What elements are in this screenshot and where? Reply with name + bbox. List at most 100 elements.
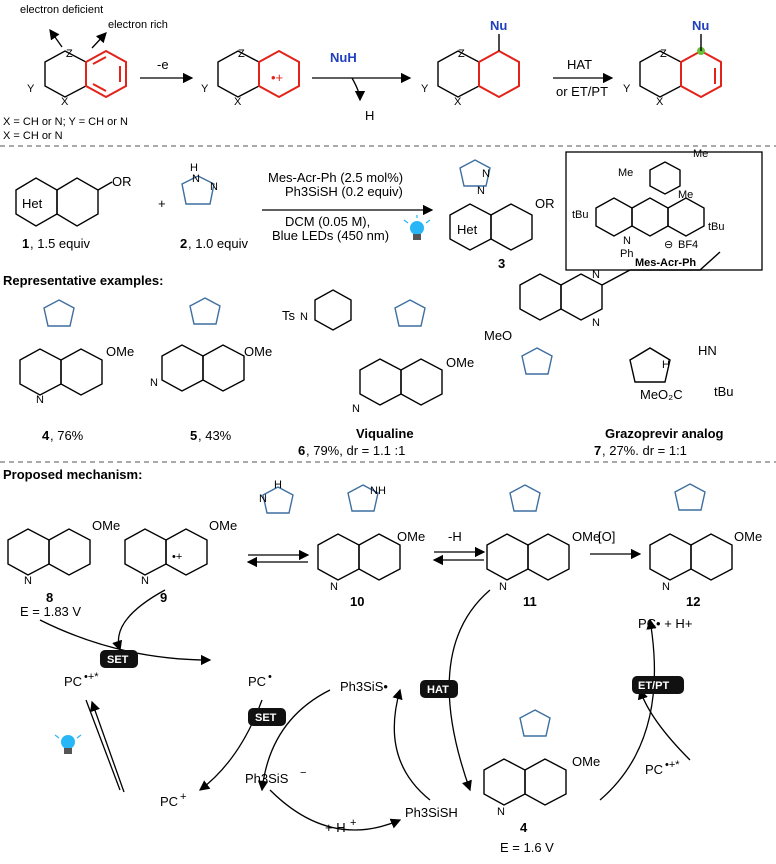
catalyst-box: Me Me Me tBu tBu N Ph ⊖ BF4 Mes-Acr-Ph xyxy=(565,148,763,271)
svg-text:PC: PC xyxy=(248,674,266,689)
svg-text:N: N xyxy=(259,493,267,505)
svg-text:Ph3SiS: Ph3SiS xyxy=(245,771,289,786)
svg-text:N: N xyxy=(592,269,600,281)
svg-text:N: N xyxy=(497,806,505,818)
svg-text:, 27%. dr = 1:1: , 27%. dr = 1:1 xyxy=(602,443,687,458)
svg-text:E = 1.83 V: E = 1.83 V xyxy=(20,604,81,619)
svg-text:OMe: OMe xyxy=(209,518,237,533)
svg-text:X: X xyxy=(656,96,664,108)
reagent-2-pyrazole: H N N 2 , 1.0 equiv xyxy=(180,162,248,251)
compound-9: •+ OMe N 9 xyxy=(124,518,237,605)
example-7-grazoprevir: MeO N N H MeO₂C HN tBu Grazoprevir analo… xyxy=(484,251,734,458)
svg-text:MeO₂C: MeO₂C xyxy=(640,387,683,402)
nuh-label: NuH xyxy=(330,50,357,65)
compound-12: OMe N 12 xyxy=(649,483,762,609)
svg-text:N: N xyxy=(662,581,670,593)
legend-line-2: X = CH or N xyxy=(3,130,63,142)
reaction-scheme: Het OR 1 , 1.5 equiv + H N N 2 , 1.0 equ… xyxy=(15,148,763,271)
final-product-general: Nu Z Y X xyxy=(623,18,722,108)
svg-text:1: 1 xyxy=(22,236,29,251)
svg-text:N: N xyxy=(300,311,308,323)
svg-text:•+: •+ xyxy=(172,551,182,563)
svg-text:N: N xyxy=(623,235,631,247)
svg-text:OR: OR xyxy=(535,196,555,211)
legend-line-1: X = CH or N; Y = CH or N xyxy=(3,116,128,128)
svg-text:OMe: OMe xyxy=(106,344,134,359)
compound-4-mech: OMe N 4 E = 1.6 V xyxy=(483,709,600,855)
blue-led-icon xyxy=(403,215,431,240)
svg-text:N: N xyxy=(482,168,490,180)
svg-text:•+: •+ xyxy=(271,70,283,85)
viqualine-name: Viqualine xyxy=(356,426,414,441)
svg-text:H: H xyxy=(662,359,670,371)
svg-text:OMe: OMe xyxy=(446,355,474,370)
svg-text:+ H: + H xyxy=(325,820,346,835)
product-3: N N Het OR 3 xyxy=(449,159,555,271)
svg-text:N: N xyxy=(499,581,507,593)
svg-text:X: X xyxy=(234,96,242,108)
hat-pill xyxy=(420,680,458,698)
svg-text:OMe: OMe xyxy=(397,529,425,544)
minus-e-label: -e xyxy=(157,57,169,72)
svg-text:Me: Me xyxy=(693,148,708,160)
svg-text:Ph3SiS•: Ph3SiS• xyxy=(340,679,388,694)
or-etpt-label: or ET/PT xyxy=(556,84,608,99)
svg-text:OMe: OMe xyxy=(572,754,600,769)
svg-text:HAT: HAT xyxy=(427,684,449,696)
blue-led-icon-2 xyxy=(54,734,82,754)
svg-text:, 79%, dr = 1.1 :1: , 79%, dr = 1.1 :1 xyxy=(306,443,405,458)
svg-text:Y: Y xyxy=(623,83,631,95)
svg-text:+: + xyxy=(350,817,356,829)
svg-text:Z: Z xyxy=(660,48,667,60)
pyrazole-reagent: N H xyxy=(259,479,294,514)
svg-text:N: N xyxy=(330,581,338,593)
svg-text:4: 4 xyxy=(520,820,528,835)
svg-text:[O]: [O] xyxy=(598,529,615,544)
svg-text:Nu: Nu xyxy=(692,18,709,33)
svg-text:H: H xyxy=(274,479,282,491)
svg-text:Ph3SiSH (0.2 equiv): Ph3SiSH (0.2 equiv) xyxy=(285,184,403,199)
svg-text:PC: PC xyxy=(645,762,663,777)
svg-text:•+*: •+* xyxy=(84,671,99,683)
svg-text:PC: PC xyxy=(64,674,82,689)
svg-text:Het: Het xyxy=(457,222,478,237)
svg-text:OMe: OMe xyxy=(734,529,762,544)
svg-text:, 43%: , 43% xyxy=(198,428,232,443)
svg-text:OMe: OMe xyxy=(572,529,600,544)
svg-text:BF4: BF4 xyxy=(678,239,698,251)
svg-text:12: 12 xyxy=(686,594,700,609)
svg-text:Ph3SiSH: Ph3SiSH xyxy=(405,805,458,820)
svg-text:N: N xyxy=(477,185,485,197)
svg-text:E = 1.6 V: E = 1.6 V xyxy=(500,840,554,855)
start-bicycle: Z Y X electron deficient electron rich xyxy=(20,4,168,108)
svg-text:•+*: •+* xyxy=(665,759,680,771)
svg-text:+: + xyxy=(180,791,186,803)
svg-text:NH: NH xyxy=(370,485,386,497)
svg-text:N: N xyxy=(141,575,149,587)
electron-deficient-label: electron deficient xyxy=(20,4,103,16)
svg-text:+: + xyxy=(158,196,166,211)
compound-11: OMe N 11 xyxy=(486,484,600,609)
svg-text:Y: Y xyxy=(27,83,35,95)
svg-text:3: 3 xyxy=(498,256,505,271)
svg-text:N: N xyxy=(150,377,158,389)
svg-text:-H: -H xyxy=(448,529,462,544)
svg-text:DCM (0.05 M),: DCM (0.05 M), xyxy=(285,214,370,229)
svg-text:Z: Z xyxy=(66,48,73,60)
svg-text:X: X xyxy=(454,96,462,108)
svg-text:N: N xyxy=(192,173,200,185)
svg-text:OMe: OMe xyxy=(244,344,272,359)
svg-text:4: 4 xyxy=(42,428,50,443)
svg-text:, 76%: , 76% xyxy=(50,428,84,443)
h-plus-label: H xyxy=(365,108,374,123)
svg-text:Y: Y xyxy=(201,83,209,95)
svg-text:N: N xyxy=(24,575,32,587)
svg-text:Z: Z xyxy=(238,48,245,60)
svg-text:MeO: MeO xyxy=(484,328,512,343)
svg-text:H: H xyxy=(190,162,198,174)
svg-text:5: 5 xyxy=(190,428,197,443)
svg-text:, 1.0 equiv: , 1.0 equiv xyxy=(188,236,248,251)
svg-text:ET/PT: ET/PT xyxy=(638,680,669,692)
svg-text:SET: SET xyxy=(107,654,129,666)
